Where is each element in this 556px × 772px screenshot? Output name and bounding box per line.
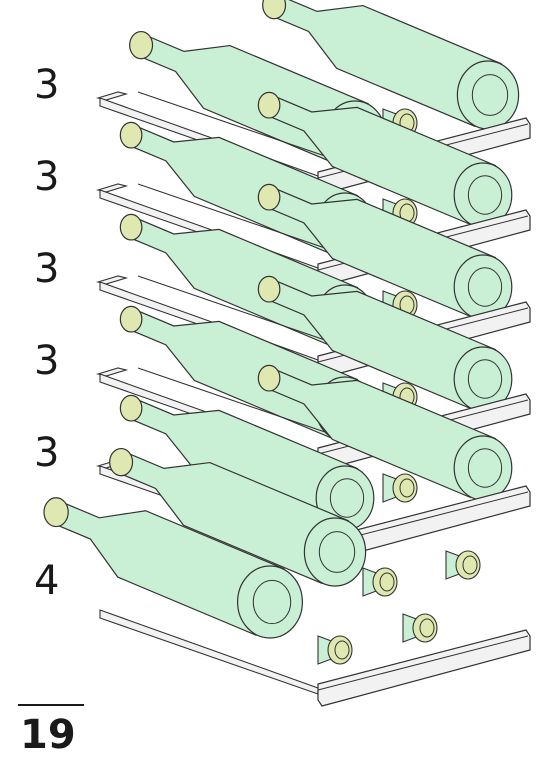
bottle-bottom-back: [109, 447, 367, 587]
shelf-1-count: 3: [34, 62, 60, 108]
total-divider: [18, 704, 84, 706]
bottle-neck-bottom-1: [445, 550, 481, 580]
bottle-neck-front-5: [382, 473, 418, 503]
shelf-4-count: 3: [34, 338, 60, 384]
bottle-back-1: [262, 0, 520, 130]
shelf-6: [43, 447, 531, 707]
shelf-6-count: 4: [34, 558, 60, 604]
bottle-bottom-front-left: [43, 497, 304, 639]
shelf-rail-6: [99, 609, 531, 707]
total-bottle-count: 19: [20, 712, 76, 758]
bottle-neck-bottom-4: [317, 635, 353, 665]
bottle-back-4: [257, 275, 513, 412]
bottle-neck-bottom-3: [402, 613, 438, 643]
shelf-2-count: 3: [34, 154, 60, 200]
bottle-back-3: [257, 183, 513, 320]
bottle-back-5: [257, 364, 513, 501]
bottle-back-2: [257, 91, 513, 228]
shelf-3-count: 3: [34, 246, 60, 292]
bottle-neck-bottom-2: [362, 567, 398, 597]
shelf-5-count: 3: [34, 430, 60, 476]
